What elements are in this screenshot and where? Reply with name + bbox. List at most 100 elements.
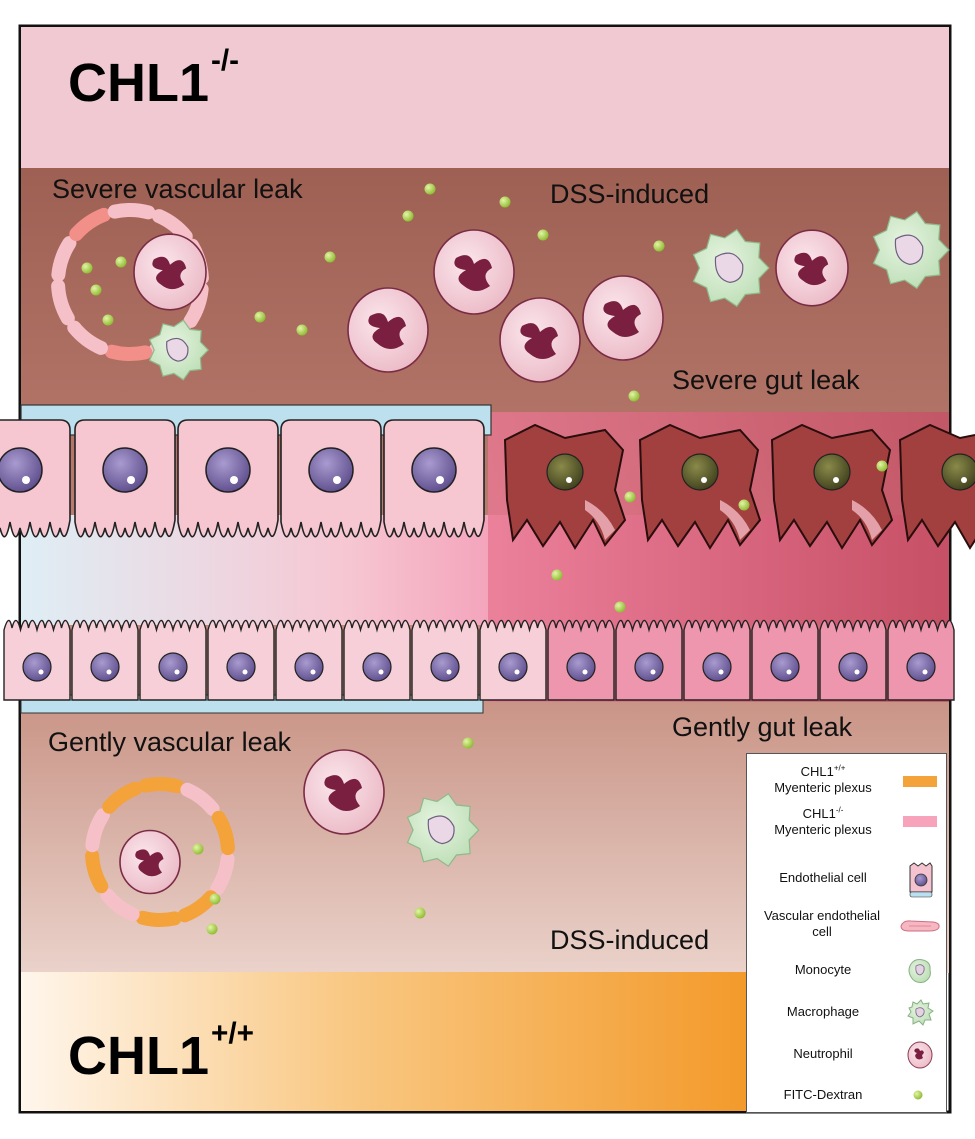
nucleus (411, 447, 457, 493)
fitc-dextran-particle (537, 229, 549, 241)
damaged-cell (770, 423, 894, 550)
nucleolus (436, 476, 444, 484)
nucleolus (961, 477, 967, 483)
top-band (21, 27, 949, 168)
vascular-endothelial-segment (151, 209, 193, 244)
vascular-endothelial-segment (104, 344, 153, 361)
vascular-endothelial-segment (210, 851, 235, 896)
fitc-dextran-particle (551, 569, 563, 581)
legend-label: Macrophage (786, 1004, 860, 1019)
vascular-endothelial-segment (85, 808, 110, 853)
legend-label: CHL1 (800, 764, 834, 779)
legend-item-fitc-dextran: FITC-Dextran (747, 1080, 946, 1110)
vascular-endothelial-segment (51, 236, 77, 282)
nucleus (22, 652, 52, 682)
nucleolus (38, 669, 44, 675)
nucleus (205, 447, 251, 493)
dss-induced-bottom-label: DSS-induced (550, 925, 710, 955)
neutrophil (582, 275, 664, 361)
nucleolus (650, 669, 656, 675)
nucleus (906, 652, 936, 682)
nucleus (90, 652, 120, 682)
epithelial-cell (615, 619, 683, 701)
nucleus (294, 652, 324, 682)
epithelial-cell (207, 619, 275, 701)
frame (18, 24, 952, 1114)
membrane-fragment (852, 500, 882, 540)
nucleolus (230, 476, 238, 484)
nucleus (770, 652, 800, 682)
epithelial-cell (819, 619, 887, 701)
fitc-dextran-particle (192, 843, 204, 855)
nucleolus (378, 669, 384, 675)
fitc-dextran-particle (624, 491, 636, 503)
pink-bar-icon (903, 816, 937, 827)
nucleus (894, 234, 924, 266)
nucleolus (514, 669, 520, 675)
nucleolus (922, 669, 928, 675)
fitc-dextran-particle (424, 183, 436, 195)
vascular-endothelial-segment (51, 279, 75, 326)
damaged-cell (503, 423, 627, 550)
legend-label: Endothelial cell (779, 870, 867, 885)
nucleus (158, 652, 188, 682)
lobed-nucleus (135, 849, 164, 877)
membrane-fragment (585, 500, 615, 540)
nucleolus (127, 476, 135, 484)
fitc-dextran-particle (462, 737, 474, 749)
legend: CHL1+/+ Myenteric plexus CHL1-/- Myenter… (746, 753, 947, 1113)
orange-bar-icon (903, 776, 937, 787)
nucleolus (310, 669, 316, 675)
fitc-dextran-particle (102, 314, 114, 326)
vascular-endothelial-segment (211, 810, 235, 856)
nucleolus (566, 477, 572, 483)
nucleus (681, 453, 719, 491)
damaged-cell (898, 423, 975, 550)
nucleus (0, 447, 43, 493)
gently-vascular-leak-label: Gently vascular leak (48, 727, 292, 757)
bottom-genotype-title: CHL1+/+ (68, 1016, 254, 1086)
upper-damaged-epithelium (503, 423, 975, 550)
nucleolus (174, 669, 180, 675)
epithelial-cell (887, 619, 955, 701)
fitc-dextran-particle (90, 284, 102, 296)
neutrophil (119, 829, 181, 895)
legend-item-macrophage: Macrophage (747, 996, 946, 1030)
epithelial-cell (411, 619, 479, 701)
legend-item-chl1-wt-plexus: CHL1+/+ Myenteric plexus (747, 762, 946, 802)
legend-label: CHL1 (802, 806, 836, 821)
neutrophil (433, 229, 515, 315)
membrane-fragment (720, 500, 750, 540)
nucleolus (701, 477, 707, 483)
fitc-dextran-particle (115, 256, 127, 268)
nucleus (166, 337, 189, 362)
nucleus (813, 453, 851, 491)
vascular-endothelial-segment (135, 910, 182, 927)
epithelial-cell (479, 619, 547, 701)
vascular-endothelial-segment (85, 848, 109, 894)
nucleus (427, 815, 455, 845)
nucleus (702, 652, 732, 682)
vascular-endothelial-cell-icon (900, 920, 940, 932)
legend-label: Neutrophil (793, 1046, 853, 1061)
vascular-endothelial-segment (67, 320, 109, 355)
nucleus (546, 453, 584, 491)
fitc-dextran-particle (653, 240, 665, 252)
legend-item-neutrophil: Neutrophil (747, 1038, 946, 1072)
nucleus (634, 652, 664, 682)
lobed-nucleus (520, 323, 558, 359)
immune-cells (119, 210, 950, 895)
fitc-dextran-particle (414, 907, 426, 919)
monocyte-icon (908, 959, 931, 983)
neutrophil-icon (907, 1041, 933, 1069)
fitc-dextran-particle (628, 390, 640, 402)
nucleolus (833, 477, 839, 483)
nucleus (102, 447, 148, 493)
fitc-dextran-particle (254, 311, 266, 323)
nucleus (498, 652, 528, 682)
nucleus (430, 652, 460, 682)
endothelial-cell (0, 419, 71, 538)
lobed-nucleus (152, 256, 187, 290)
